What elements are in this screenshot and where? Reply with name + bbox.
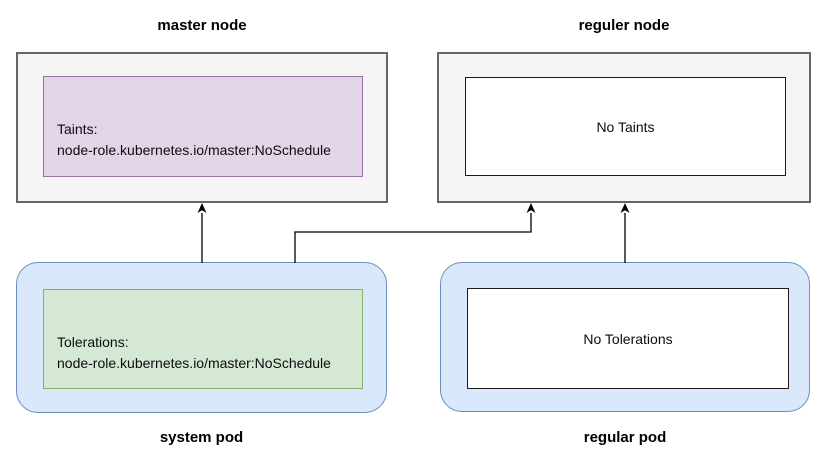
no-taints-box: No Taints [465, 77, 786, 176]
arrow-system-pod-to-regular-node [294, 203, 536, 263]
system-pod-label: system pod [159, 429, 244, 446]
tolerations-text-line2: node-role.kubernetes.io/master:NoSchedul… [57, 355, 331, 371]
regular-node-box: No Taints [437, 52, 811, 203]
master-node-box: Taints: node-role.kubernetes.io/master:N… [16, 52, 388, 203]
tolerations-text-line1: Tolerations: [57, 334, 129, 350]
master-node-title: master node [157, 17, 247, 34]
taints-text-line1: Taints: [57, 121, 98, 137]
no-tolerations-text: No Tolerations [583, 330, 673, 347]
taints-box: Taints: node-role.kubernetes.io/master:N… [43, 76, 363, 177]
no-taints-text: No Taints [596, 118, 655, 135]
tolerations-box: Tolerations: node-role.kubernetes.io/mas… [43, 289, 363, 389]
regular-pod-box: No Tolerations [440, 262, 810, 412]
no-tolerations-box: No Tolerations [467, 288, 789, 389]
taints-text: Taints: node-role.kubernetes.io/master:N… [57, 119, 331, 161]
system-pod-box: Tolerations: node-role.kubernetes.io/mas… [16, 262, 387, 413]
tolerations-text: Tolerations: node-role.kubernetes.io/mas… [57, 332, 331, 374]
regular-pod-label: regular pod [583, 429, 667, 446]
taints-text-line2: node-role.kubernetes.io/master:NoSchedul… [57, 142, 331, 158]
regular-node-title: reguler node [578, 17, 670, 34]
